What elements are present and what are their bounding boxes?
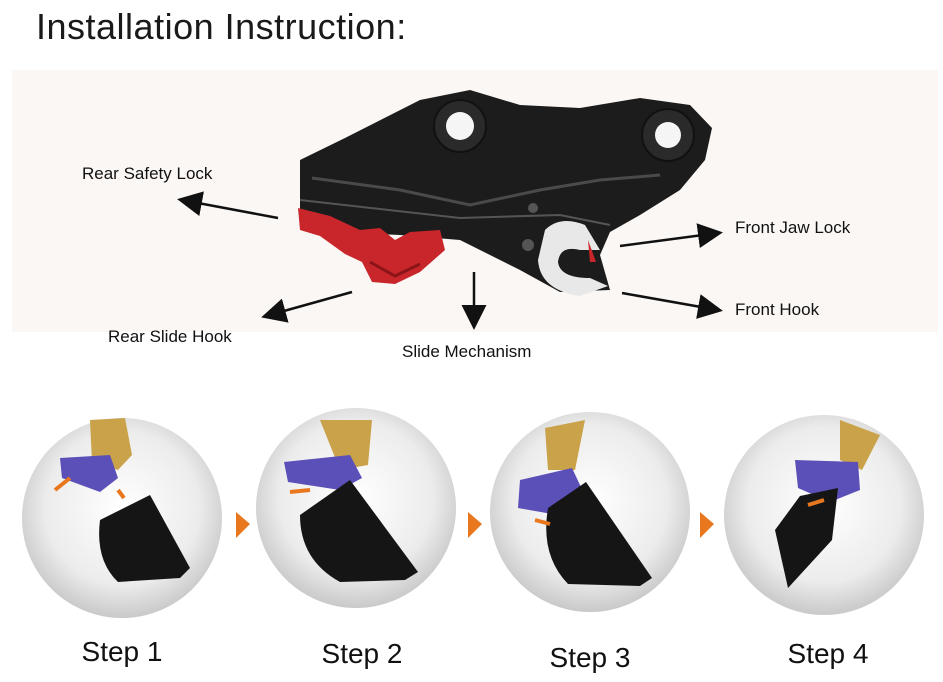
step-3-label: Step 3: [549, 642, 631, 673]
step-1-illustration: [22, 418, 222, 618]
arrow-rear-slide-hook: [261, 290, 353, 323]
step-4-illustration: [724, 415, 924, 615]
step-arrow-2: [468, 512, 482, 538]
page-title: Installation Instruction:: [36, 6, 407, 47]
arrow-front-jaw-lock: [619, 223, 723, 249]
arrow-front-hook: [621, 291, 723, 319]
label-front-hook: Front Hook: [735, 300, 820, 319]
step-arrow-3: [700, 512, 714, 538]
step-4-label: Step 4: [787, 638, 869, 669]
step-2-label: Step 2: [321, 638, 403, 669]
label-rear-safety-lock: Rear Safety Lock: [82, 164, 213, 183]
label-front-jaw-lock: Front Jaw Lock: [735, 218, 851, 237]
step-1-label: Step 1: [81, 636, 163, 667]
step-3-illustration: [490, 412, 690, 612]
step-2-illustration: [256, 408, 456, 608]
step-arrow-1: [236, 512, 250, 538]
label-slide-mechanism: Slide Mechanism: [402, 342, 532, 361]
label-rear-slide-hook: Rear Slide Hook: [108, 327, 232, 346]
arrow-rear-safety-lock: [177, 191, 279, 220]
